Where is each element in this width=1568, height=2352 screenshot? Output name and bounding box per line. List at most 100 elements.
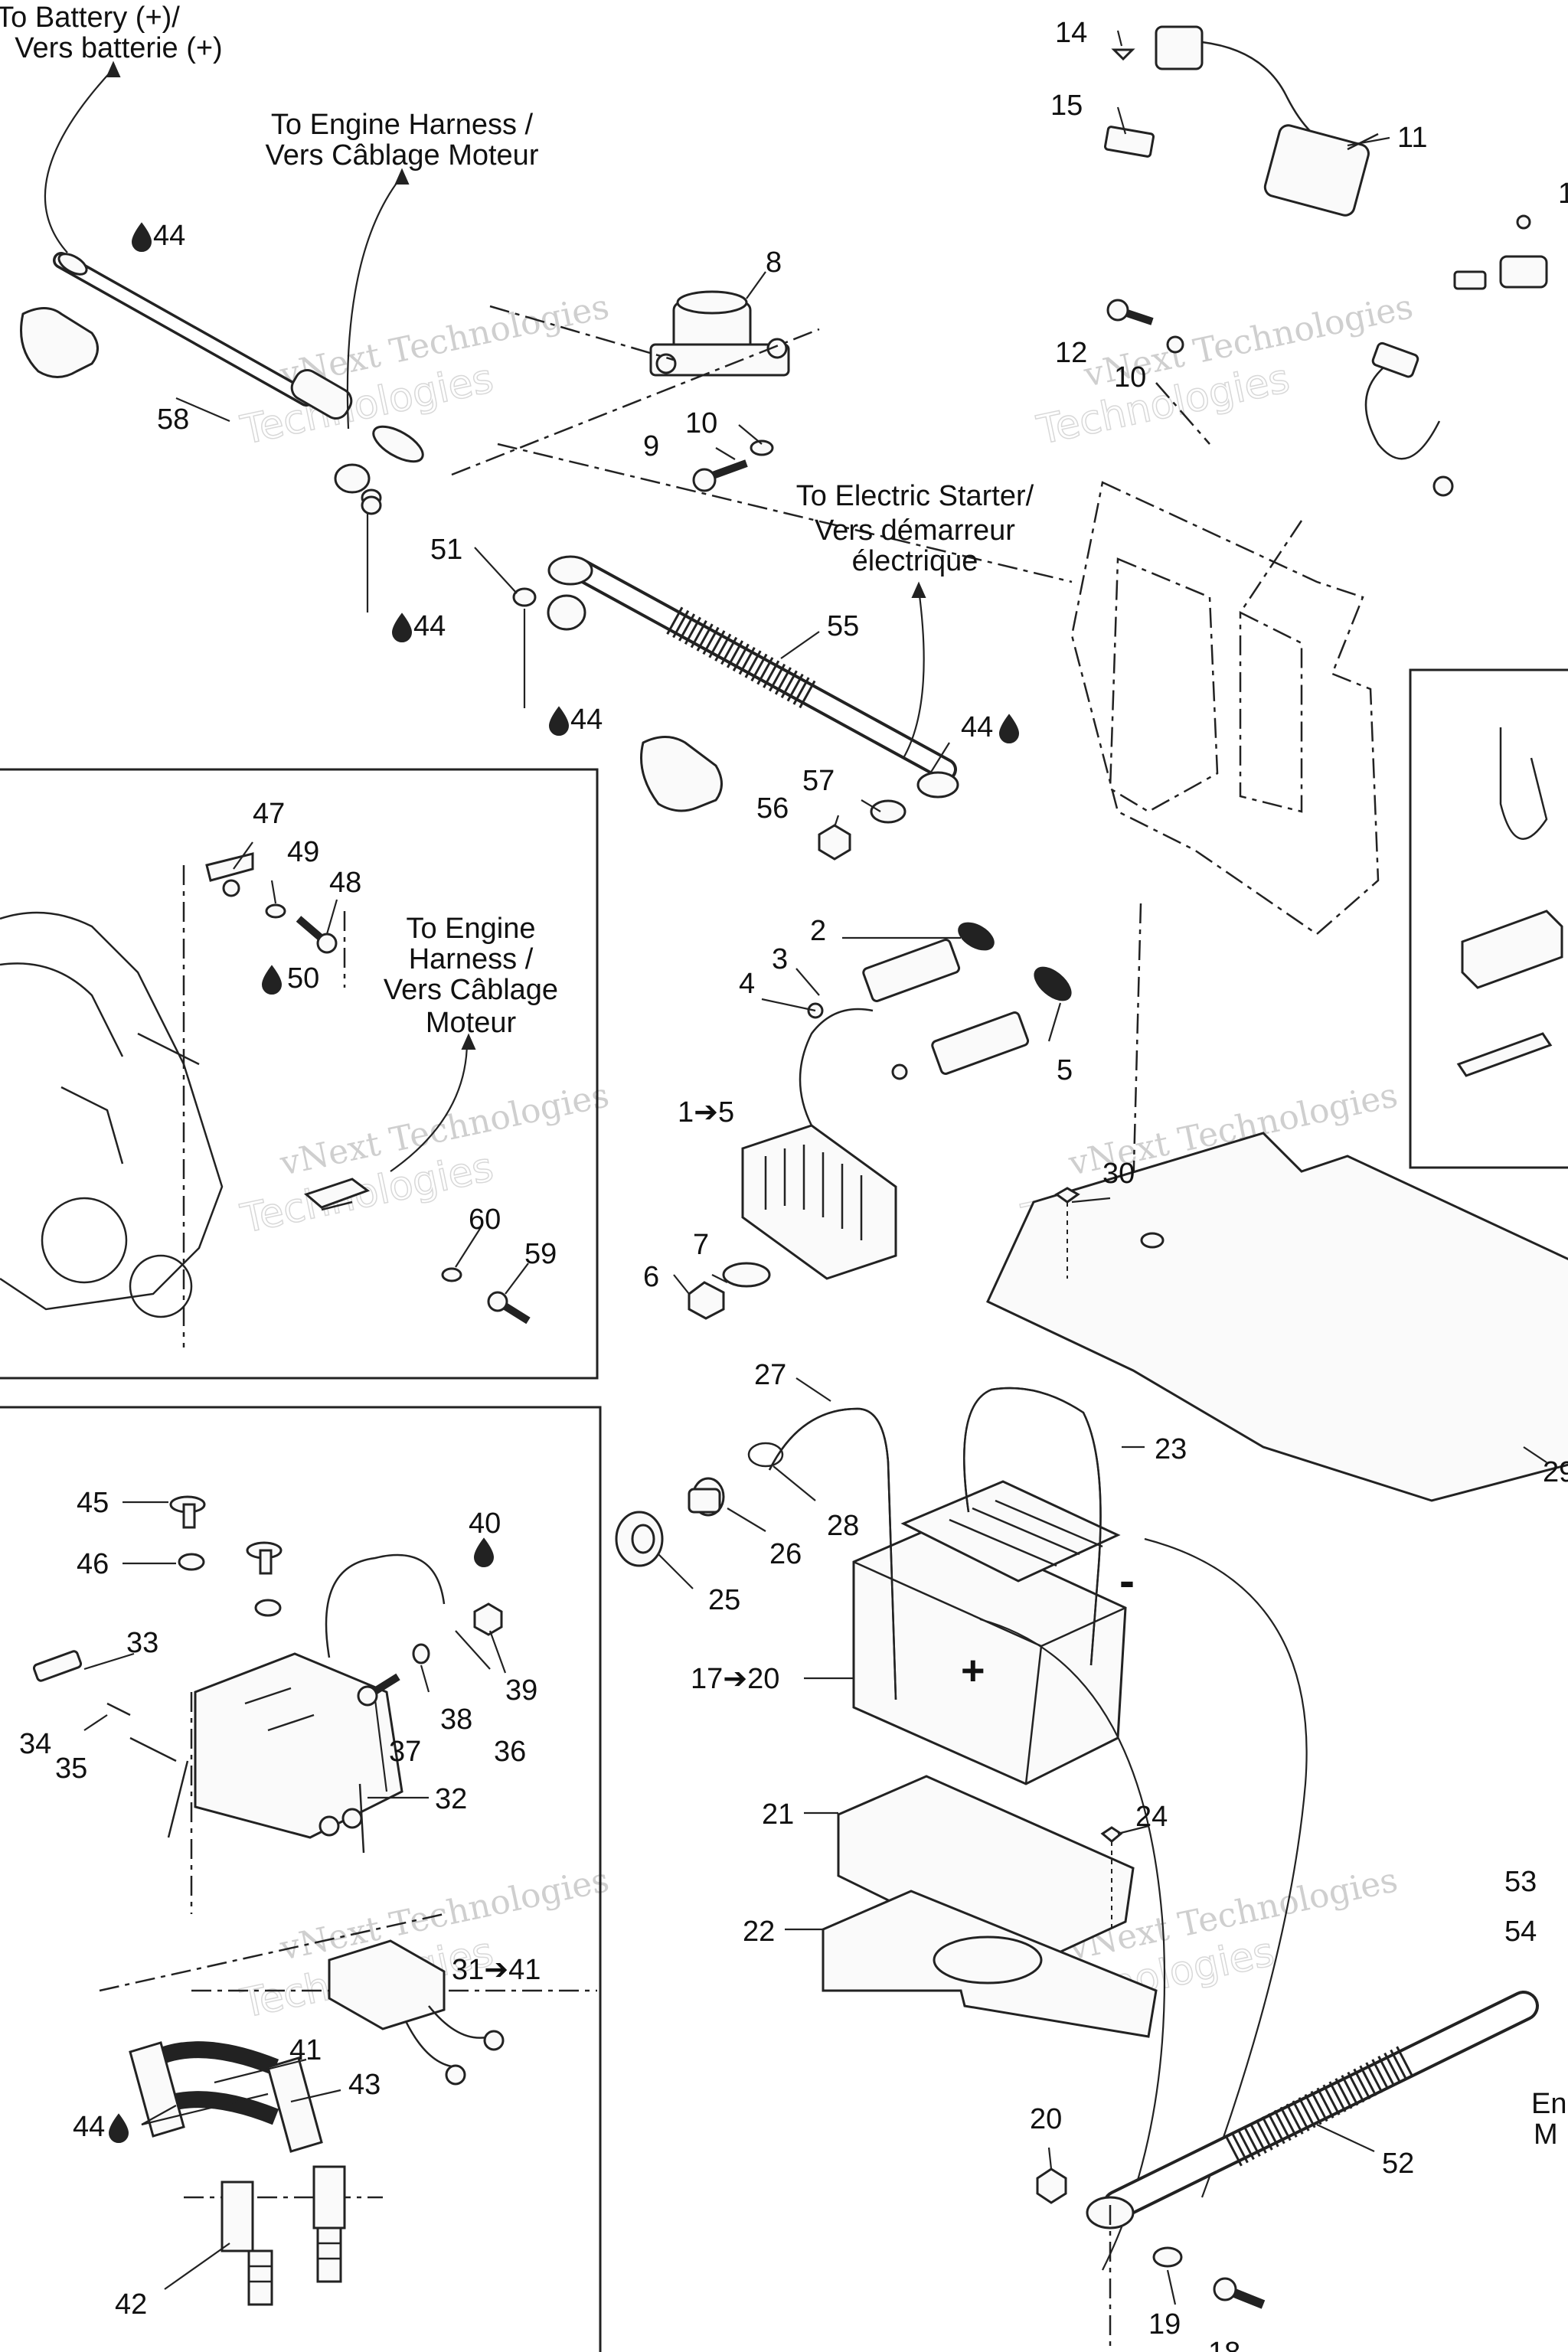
connector-2-5 [807,922,1072,1080]
battery-cable-58 [53,252,424,507]
bolt-48 [296,916,338,954]
regulator-1-5 [741,1008,897,1280]
part-label: 33 [126,1627,158,1659]
part-label: 17➔20 [691,1663,779,1695]
tray-hole [933,1936,1043,1984]
part-label: 45 [77,1487,109,1519]
part-label: 57 [802,765,835,797]
part-label: 12 [1055,337,1087,369]
plate-window [1239,610,1303,813]
arrow-up-icon [461,1033,476,1050]
pos-cable-route [979,1618,1166,2271]
drop-icon [548,706,570,736]
nut-6 [688,1281,725,1320]
vent-tube-27-inner [768,1407,897,1700]
part-label: 8 [766,247,782,279]
part-label: 39 [505,1674,537,1707]
part-label: 27 [754,1359,786,1391]
ground-wire-36 [325,1553,446,1658]
part-label: 59 [524,1238,557,1270]
part-label: 53 [1504,1866,1537,1898]
washer-46 [178,1553,205,1571]
part-label: 15 [1050,90,1083,122]
part-label: 49 [287,836,319,868]
part-label: 48 [329,867,361,899]
part-label: 2 [810,915,826,947]
washer-46b [254,1599,282,1617]
callout-to-electric-starter: électrique [852,545,978,577]
part-label: 44 [413,610,446,642]
part-label: 38 [440,1704,472,1736]
bolt-12 [1106,299,1154,325]
coil-assembly-31-41 [328,1939,505,2086]
terminal-boot-2 [640,736,723,812]
part-label: 37 [389,1736,421,1768]
part-label: 10 [1114,361,1146,394]
part-label: 3 [772,943,788,975]
arrow-up-icon [911,581,926,598]
part-label: 28 [827,1510,859,1542]
part-label: 44 [570,704,603,736]
terminal-boot [20,307,99,378]
part-label: 44 [961,711,993,743]
drop-icon [261,965,283,995]
part-label: 1➔5 [678,1096,734,1129]
part-label: 25 [708,1584,740,1616]
arrowheads [106,60,926,1050]
bolt-18 [1213,2277,1266,2309]
part-label: 56 [756,792,789,825]
nut-51 [512,587,537,607]
starter-cable-55 [547,555,959,799]
hole [1140,1232,1165,1249]
part-label: 1 [1558,178,1568,210]
part-label: 5 [1057,1054,1073,1086]
washer-10 [750,439,774,456]
part-label: 36 [494,1736,526,1768]
connector-33 [32,1650,83,1682]
plus-sign: + [961,1648,985,1694]
spark-leads-41-43 [129,2041,346,2252]
part-label: 10 [685,407,717,439]
part-label: 40 [469,1508,501,1540]
part-label: 50 [287,962,319,995]
bolt-9 [692,459,748,492]
callout-to-battery: Vers batterie (+) [15,32,222,64]
nut-39 [473,1602,503,1636]
part-label: 60 [469,1204,501,1236]
callout-engine-harness-inset: Harness / [409,943,534,975]
part-label: 47 [253,798,285,830]
callout-engine-harness-inset: Moteur [426,1007,517,1039]
part-label: 26 [769,1538,802,1570]
drop-icon [998,714,1020,743]
bracket-47 [205,852,254,897]
clamp-28 [747,1442,784,1468]
clip-bracket [1456,1032,1553,1077]
drop-icon [108,2113,129,2143]
part-label: 22 [743,1916,775,1948]
part-label: 44 [73,2111,105,2143]
inset-box-ignition [0,1406,602,2352]
part-label: 21 [762,1798,794,1831]
minus-sign: - [1119,1555,1135,1606]
part-label: 51 [430,534,462,566]
terminal-34-35 [106,1702,177,1762]
washer-10b [1166,335,1184,354]
clip-15 [1103,126,1155,158]
part-label: 32 [435,1783,467,1815]
part-label: 7 [693,1229,709,1261]
cable-tie [1499,727,1548,840]
washer-38 [412,1643,430,1664]
callout-right-edge: En [1531,2088,1566,2120]
part-label: 6 [643,1261,659,1293]
part-label: 55 [827,610,859,642]
screw-45 [169,1495,206,1529]
part-label: 35 [55,1753,87,1785]
inset-box-clips [1409,668,1568,1169]
part-label: 54 [1504,1916,1537,1948]
part-label: 34 [19,1728,51,1760]
tray-21 [837,1775,1135,1969]
nut-51b [361,495,382,515]
part-label: 31➔41 [452,1954,541,1986]
fitting-26 [688,1477,725,1517]
